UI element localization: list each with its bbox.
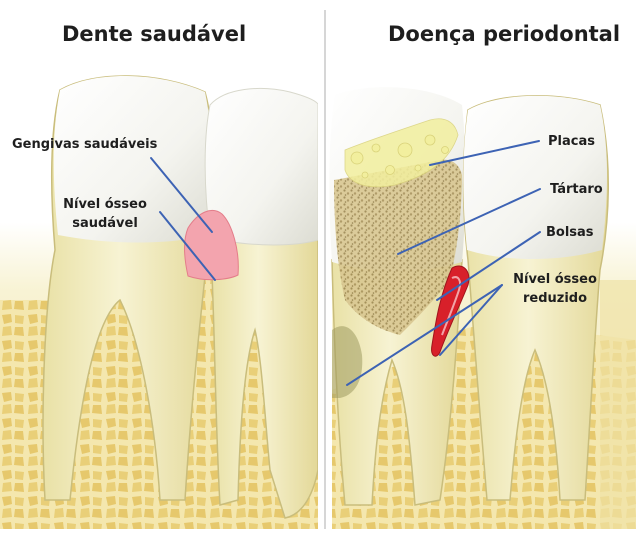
label-reduced-bone-line1: Nível ósseo (500, 270, 610, 289)
label-plaque: Placas (548, 132, 595, 151)
right-edge-tissue (600, 280, 636, 529)
label-reduced-bone-level: Nível ósseo reduzido (500, 270, 610, 308)
label-pockets: Bolsas (546, 223, 594, 242)
label-healthy-bone-line2: saudável (50, 214, 160, 233)
right-panel-title: Doença periodontal (388, 22, 620, 46)
label-reduced-bone-line2: reduzido (500, 289, 610, 308)
label-healthy-bone-line1: Nível ósseo (50, 195, 160, 214)
label-healthy-bone-level: Nível ósseo saudável (50, 195, 160, 233)
left-panel-title: Dente saudável (62, 22, 246, 46)
label-healthy-gums: Gengivas saudáveis (12, 135, 157, 154)
label-tartar: Tártaro (550, 180, 603, 199)
